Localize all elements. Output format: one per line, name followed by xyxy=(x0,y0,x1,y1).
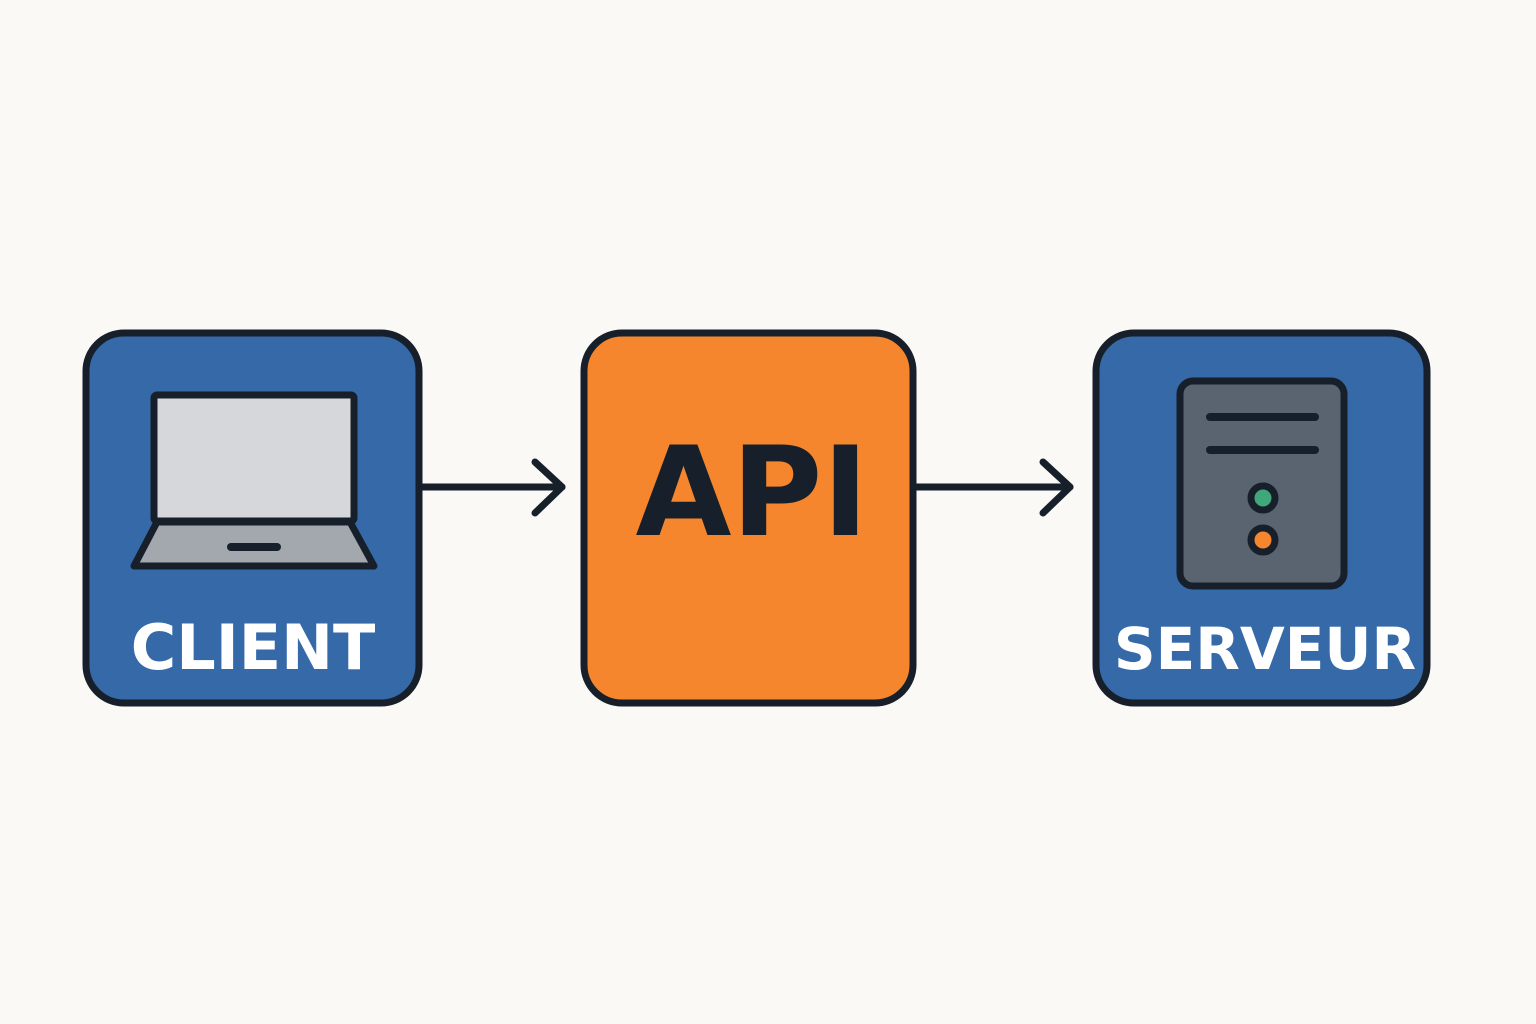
api-label: API xyxy=(636,421,869,565)
arrow-client-to-api xyxy=(418,458,566,517)
api-node: API xyxy=(580,329,917,707)
server-icon xyxy=(1176,377,1348,590)
status-led-green xyxy=(1247,482,1279,514)
status-led-orange xyxy=(1247,524,1279,556)
client-label: CLIENT xyxy=(131,611,376,684)
server-label: SERVEUR xyxy=(1114,615,1416,683)
laptop-icon xyxy=(130,391,378,570)
arrow-api-to-server xyxy=(912,458,1074,517)
server-node: SERVEUR xyxy=(1092,329,1431,707)
client-node: CLIENT xyxy=(82,329,423,707)
